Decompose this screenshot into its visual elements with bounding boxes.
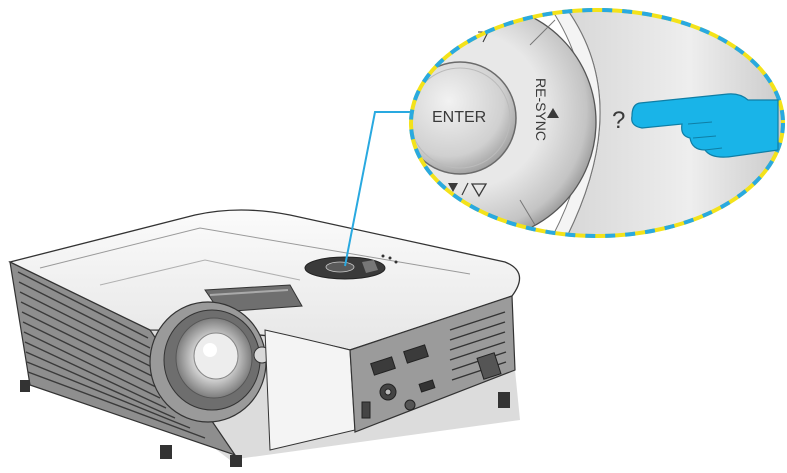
io-ports [361,344,436,419]
enter-label: ENTER [432,109,486,126]
lens [149,301,267,423]
control-keypad [304,254,398,280]
power-socket [476,352,502,380]
triangle-down-icon [448,183,458,192]
enter-button[interactable] [404,61,517,175]
pointing-hand-icon [631,93,779,158]
resync-label: RE-SYNC [533,78,549,141]
help-label: ? [612,107,625,134]
projector [8,209,521,467]
triangle-left-icon [470,183,488,198]
triangle-up-icon [547,108,559,118]
side-vents [17,271,206,439]
